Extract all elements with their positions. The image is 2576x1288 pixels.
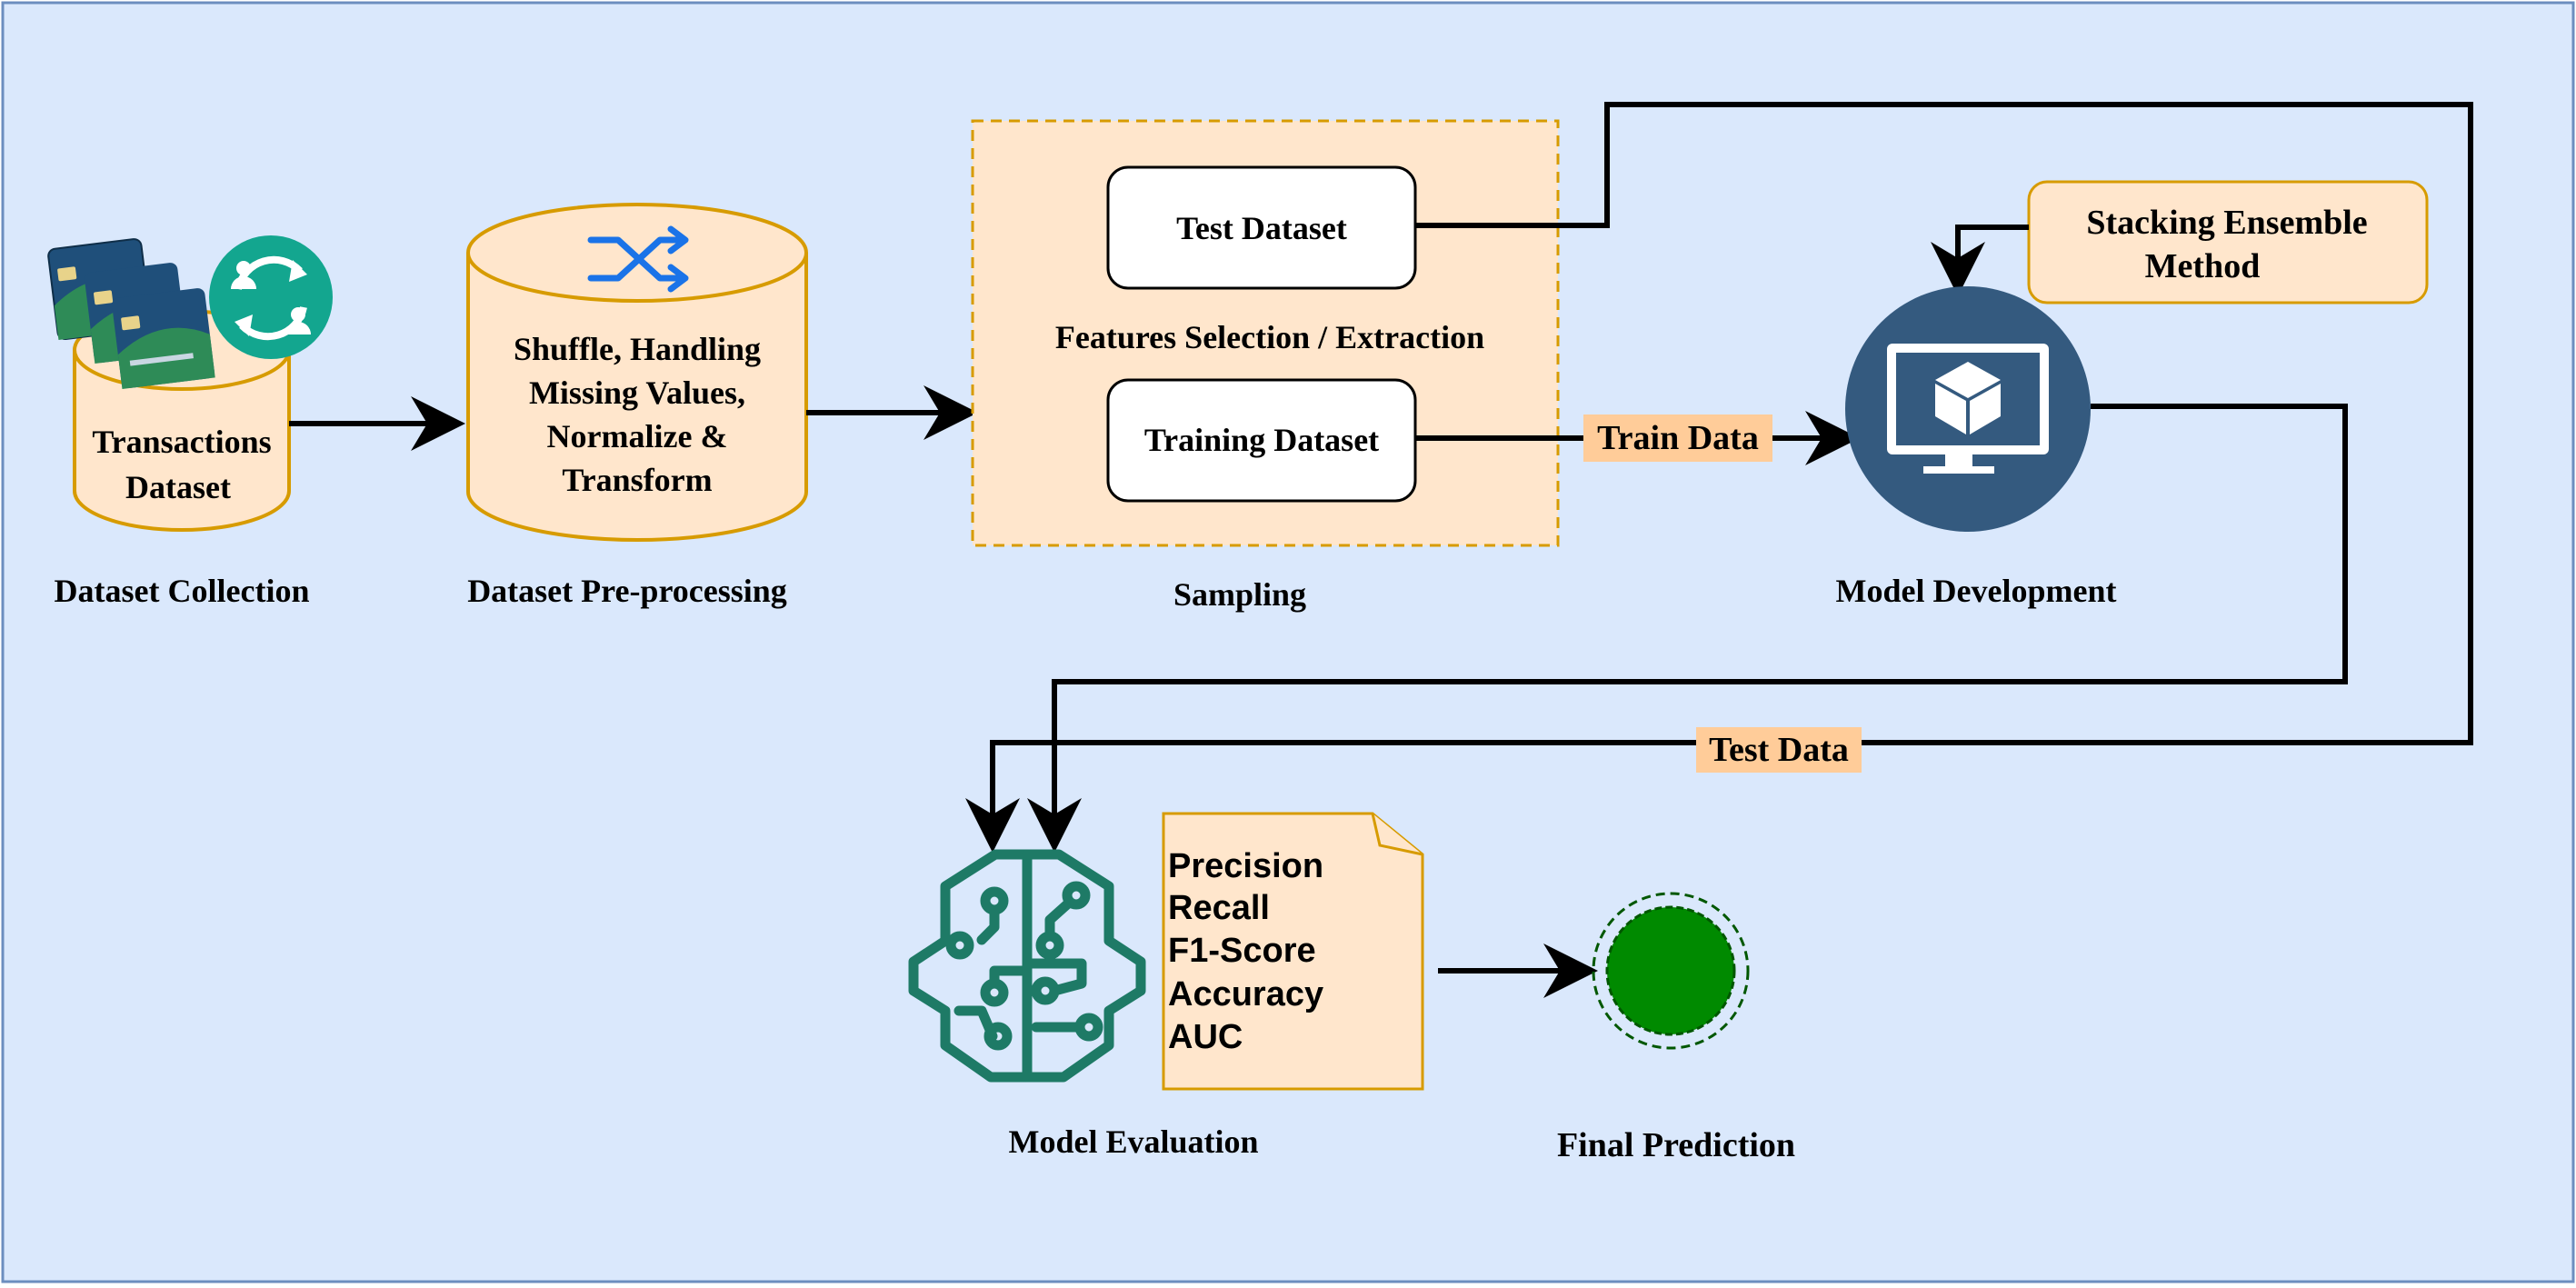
- metric-recall: Recall: [1168, 889, 1270, 927]
- preprocessing: Shuffle, Handling Missing Values, Normal…: [466, 203, 808, 609]
- arrow-test-data: [965, 102, 2473, 853]
- exchange-icon: [209, 235, 333, 359]
- cylinder-label-1: Transactions: [92, 424, 271, 460]
- arrow-model-to-evaluation: [1027, 404, 2348, 853]
- preprocessing-caption: Dataset Pre-processing: [467, 573, 787, 609]
- sampling: Test Dataset Features Selection / Extrac…: [971, 119, 1560, 613]
- dataset-collection-caption: Dataset Collection: [55, 573, 310, 609]
- credit-cards-icon: [47, 238, 215, 389]
- train-data-label: Train Data: [1597, 419, 1759, 457]
- final-prediction-caption: Final Prediction: [1557, 1126, 1795, 1164]
- arrow-ensemble-to-model: [1931, 225, 2029, 296]
- preprocessing-line-1: Shuffle, Handling: [514, 331, 761, 367]
- brain-circuit-icon: [908, 849, 1146, 1083]
- metric-f1-score: F1-Score: [1168, 932, 1316, 970]
- dataset-collection: Transactions Dataset Dataset Collection: [47, 235, 333, 609]
- cylinder-label-2: Dataset: [125, 469, 231, 505]
- shuffle-icon: [587, 225, 689, 293]
- metrics-note: [1162, 812, 1424, 1091]
- preprocessing-line-3: Normalize &: [547, 418, 728, 454]
- stacking-ensemble-box: [2027, 180, 2429, 305]
- model-evaluation: Precision Recall F1-Score Accuracy AUC M…: [908, 812, 1424, 1160]
- final-prediction-node: [1605, 905, 1736, 1036]
- model-development-caption: Model Development: [1836, 573, 2117, 609]
- monitor-cube-icon: [1845, 286, 2091, 532]
- training-dataset-label: Training Dataset: [1144, 422, 1379, 458]
- stacking-ensemble-line-2: Method: [2145, 247, 2261, 285]
- model-evaluation-caption: Model Evaluation: [1008, 1123, 1258, 1160]
- test-data-label: Test Data: [1709, 731, 1849, 769]
- final-prediction: Final Prediction: [1557, 892, 1795, 1164]
- preprocessing-line-2: Missing Values,: [529, 374, 745, 411]
- test-data-label-bg: [1696, 727, 1862, 773]
- metric-precision: Precision: [1168, 847, 1323, 885]
- metric-accuracy: Accuracy: [1168, 975, 1323, 1013]
- train-data-label-bg: [1583, 414, 1772, 462]
- test-dataset-label: Test Dataset: [1176, 210, 1347, 246]
- model-development: Stacking Ensemble Method Model Developme…: [1836, 180, 2429, 609]
- stacking-ensemble-line-1: Stacking Ensemble: [2086, 204, 2367, 242]
- final-prediction-ring: [1592, 892, 1750, 1050]
- preprocessing-cylinder: [466, 203, 808, 542]
- metric-auc: AUC: [1168, 1018, 1243, 1056]
- features-selection-label: Features Selection / Extraction: [1055, 319, 1484, 355]
- preprocessing-line-4: Transform: [562, 462, 712, 498]
- sampling-caption: Sampling: [1173, 576, 1306, 613]
